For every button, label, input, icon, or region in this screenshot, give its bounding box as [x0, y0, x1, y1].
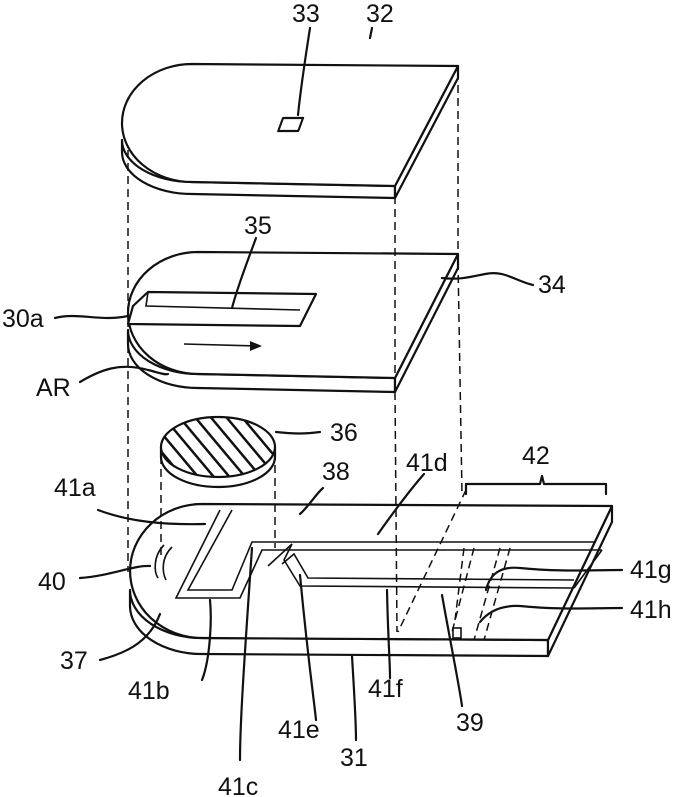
label-41a: 41a — [54, 474, 96, 502]
label-36: 36 — [330, 419, 358, 447]
label-42: 42 — [522, 442, 550, 470]
cover-plate — [122, 64, 458, 198]
label-38: 38 — [322, 458, 350, 486]
label-40: 40 — [38, 568, 66, 596]
label-32: 32 — [366, 0, 394, 28]
label-35: 35 — [244, 212, 272, 240]
label-39: 39 — [456, 709, 484, 737]
label-41g: 41g — [630, 556, 672, 584]
label-34: 34 — [538, 271, 566, 299]
label-41b: 41b — [128, 677, 170, 705]
substrate — [130, 504, 612, 656]
label-41e: 41e — [278, 716, 320, 744]
spacer-plate — [128, 252, 458, 392]
label-41d: 41d — [406, 449, 448, 477]
air-vent-hole — [278, 118, 303, 131]
label-33: 33 — [292, 0, 320, 28]
reagent-layer — [161, 417, 275, 487]
label-41f: 41f — [368, 675, 403, 703]
label-37: 37 — [60, 647, 88, 675]
label-31: 31 — [340, 744, 368, 772]
label-30a: 30a — [2, 305, 44, 333]
label-41c: 41c — [218, 773, 258, 797]
label-AR: AR — [36, 374, 71, 402]
bracket-42 — [466, 476, 606, 494]
label-41h: 41h — [630, 596, 672, 624]
